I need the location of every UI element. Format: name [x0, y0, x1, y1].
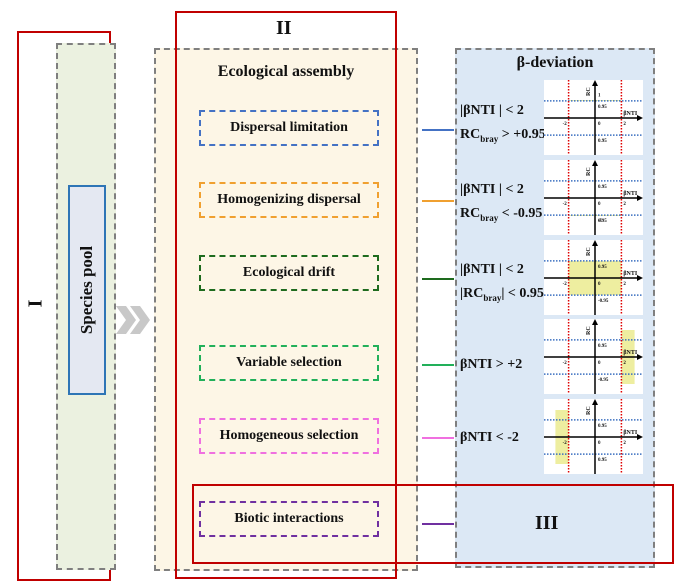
- tick-label-bnti-neg: -2: [563, 282, 568, 287]
- connector-homogenizing-dispersal: [422, 200, 454, 202]
- process-homogenizing-dispersal: Homogenizing dispersal: [199, 182, 379, 218]
- rc-threshold: > +0.95: [498, 127, 546, 142]
- species-pool-container: [56, 43, 116, 570]
- y-axis-label: RC: [586, 247, 592, 256]
- condition-line2: |RCbray| < 0.95: [460, 285, 544, 307]
- mini-chart-homogeneous-selection: RC βNTI 0.95 0.95 -2 2 0: [544, 399, 643, 474]
- condition-homogeneous-selection: βNTI < -2: [460, 429, 519, 447]
- tick-label-rc-neg: 0.95: [598, 458, 607, 463]
- panel-II-frame: [175, 11, 397, 579]
- condition-variable-selection: βNTI > +2: [460, 356, 522, 374]
- x-axis-arrow-icon: [637, 354, 643, 360]
- tick-label-rc-pos: 0.95: [598, 265, 607, 270]
- condition-line2: RCbray < -0.95: [460, 205, 542, 227]
- x-axis-label: βNTI: [623, 191, 637, 197]
- tick-label-bnti-pos: 2: [623, 122, 626, 127]
- connector-biotic-interactions: [422, 523, 454, 525]
- mini-chart-dispersal-limitation: RC βNTI 1 0.95 0.95 -2 2 0: [544, 80, 643, 155]
- condition-dispersal-limitation: |βNTI | < 2 RCbray > +0.95: [460, 102, 546, 148]
- rc-threshold: | < 0.95: [501, 286, 544, 301]
- connector-dispersal-limitation: [422, 129, 454, 131]
- y-axis-arrow-icon: [592, 319, 598, 325]
- rc-text: RC: [460, 206, 481, 221]
- tick-label-rc-neg: -0.95: [598, 299, 609, 304]
- tick-label-zero: 0: [598, 282, 601, 287]
- tick-label-rc-pos: 0.95: [598, 105, 607, 110]
- y-axis-label: RC: [586, 406, 592, 415]
- panel-II-label: II: [276, 17, 292, 39]
- rc-subscript: bray: [480, 212, 499, 223]
- species-pool-box: Species pool: [68, 185, 106, 395]
- rc-subscript: bray: [480, 133, 499, 144]
- condition-line1: |βNTI | < 2: [460, 103, 524, 118]
- tick-label-bnti-pos: 2: [623, 202, 626, 207]
- tick-label-rc-pos: 0.95: [598, 344, 607, 349]
- tick-label-rc-neg: 0.95: [598, 219, 607, 224]
- rc-threshold: < -0.95: [498, 206, 543, 221]
- condition-line1: |βNTI | < 2: [460, 262, 524, 277]
- condition-line2: RCbray > +0.95: [460, 126, 546, 148]
- tick-label-rc-pos: 0.95: [598, 185, 607, 190]
- process-variable-selection: Variable selection: [199, 345, 379, 381]
- connector-variable-selection: [422, 364, 454, 366]
- x-axis-label: βNTI: [623, 430, 637, 436]
- tick-label-rc-pos: 0.95: [598, 424, 607, 429]
- y-axis-arrow-icon: [592, 240, 598, 246]
- y-axis-label: RC: [586, 167, 592, 176]
- process-dispersal-limitation: Dispersal limitation: [199, 110, 379, 146]
- y-axis-label: RC: [586, 326, 592, 335]
- tick-label-zero: 0: [598, 441, 601, 446]
- double-chevron-arrow-icon: [116, 306, 150, 334]
- x-axis-label: βNTI: [623, 111, 637, 117]
- mini-chart-variable-selection: RC βNTI 0.95 -0.95 -2 2 0: [544, 319, 643, 394]
- tick-label-bnti-pos: 2: [623, 361, 626, 366]
- tick-label-bnti-neg: -2: [563, 122, 568, 127]
- y-axis-arrow-icon: [592, 80, 598, 86]
- tick-label-bnti-neg: -2: [563, 441, 568, 446]
- tick-label-neg1: -1: [598, 218, 603, 223]
- x-axis-label: βNTI: [623, 350, 637, 356]
- rc-text: |RC: [460, 286, 484, 301]
- process-ecological-drift: Ecological drift: [199, 255, 379, 291]
- condition-line1: βNTI > +2: [460, 357, 523, 372]
- ecological-assembly-container: [154, 48, 418, 571]
- tick-label-rc-neg: -0.95: [598, 378, 609, 383]
- tick-label-rc-neg: 0.95: [598, 139, 607, 144]
- tick-label-zero: 0: [598, 122, 601, 127]
- y-axis-label: RC: [586, 87, 592, 96]
- panel-III-frame: [192, 484, 674, 564]
- panel-III-label: III: [535, 512, 559, 534]
- condition-line1: βNTI < -2: [460, 430, 519, 445]
- process-homogeneous-selection: Homogeneous selection: [199, 418, 379, 454]
- species-pool-label: Species pool: [77, 245, 96, 335]
- x-axis-arrow-icon: [637, 434, 643, 440]
- x-axis-arrow-icon: [637, 195, 643, 201]
- x-axis-arrow-icon: [637, 275, 643, 281]
- x-axis-label: βNTI: [623, 271, 637, 277]
- tick-label-bnti-neg: -2: [563, 202, 568, 207]
- x-axis-arrow-icon: [637, 115, 643, 121]
- process-biotic-interactions: Biotic interactions: [199, 501, 379, 537]
- condition-homogenizing-dispersal: |βNTI | < 2 RCbray < -0.95: [460, 181, 542, 227]
- condition-ecological-drift: |βNTI | < 2 |RCbray| < 0.95: [460, 261, 544, 307]
- rc-subscript: bray: [483, 292, 502, 303]
- beta-deviation-title: β-deviation: [516, 54, 594, 71]
- mini-chart-ecological-drift: RC βNTI 0.95 -0.95 -2 2 0: [544, 240, 643, 315]
- tick-label-bnti-neg: -2: [563, 361, 568, 366]
- condition-line1: |βNTI | < 2: [460, 182, 524, 197]
- tick-label-zero: 0: [598, 202, 601, 207]
- connector-ecological-drift: [422, 278, 454, 280]
- tick-label-1: 1: [598, 93, 601, 98]
- tick-label-bnti-pos: 2: [623, 282, 626, 287]
- connector-homogeneous-selection: [422, 437, 454, 439]
- y-axis-arrow-icon: [592, 399, 598, 405]
- rc-text: RC: [460, 127, 481, 142]
- panel-I-label: I: [24, 299, 47, 308]
- y-axis-arrow-icon: [592, 160, 598, 166]
- tick-label-bnti-pos: 2: [623, 441, 626, 446]
- ecological-assembly-title: Ecological assembly: [217, 63, 355, 80]
- tick-label-zero: 0: [598, 361, 601, 366]
